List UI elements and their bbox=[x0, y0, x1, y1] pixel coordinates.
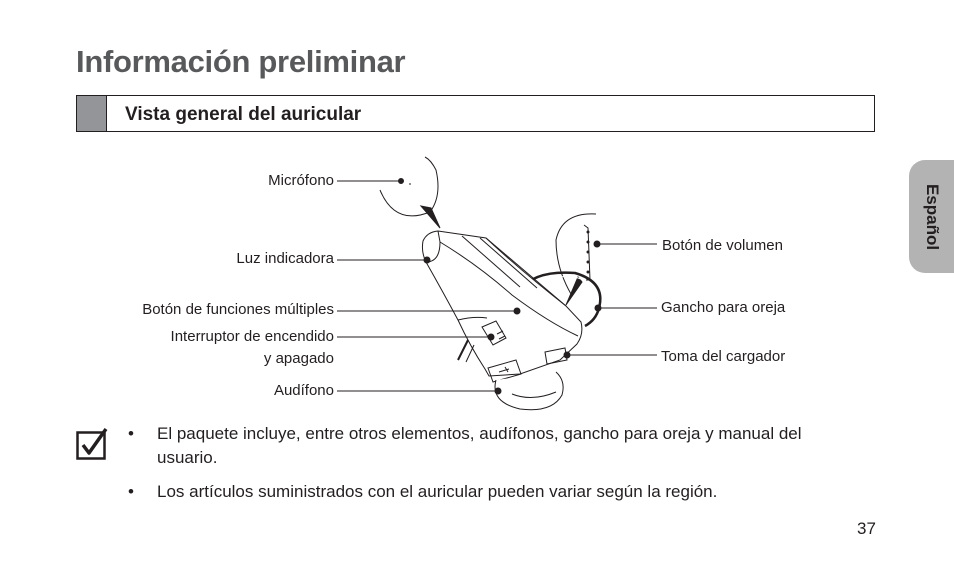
section-header: Vista general del auricular bbox=[76, 95, 875, 132]
volume-pointer bbox=[565, 276, 583, 306]
section-title: Vista general del auricular bbox=[125, 104, 362, 125]
section-color-block bbox=[77, 96, 107, 131]
page-number: 37 bbox=[857, 519, 876, 538]
list-item: • El paquete incluye, entre otros elemen… bbox=[126, 422, 866, 470]
label-power-switch-line1: Interruptor de encendido bbox=[170, 328, 334, 345]
label-earpiece: Audífono bbox=[273, 382, 334, 399]
label-volume-button: Botón de volumen bbox=[662, 237, 783, 254]
page-title: Información preliminar bbox=[76, 44, 406, 79]
charger-jack bbox=[544, 347, 568, 365]
label-ear-hook: Gancho para oreja bbox=[661, 299, 786, 316]
label-charger-jack: Toma del cargador bbox=[661, 348, 786, 365]
microphone-detail-bubble bbox=[379, 156, 439, 217]
earpiece bbox=[494, 371, 564, 411]
label-microphone: Micrófono bbox=[268, 172, 334, 189]
bullet: • bbox=[128, 482, 134, 501]
list-item: • Los artículos suministrados con el aur… bbox=[126, 480, 866, 504]
label-indicator-light: Luz indicadora bbox=[236, 250, 334, 267]
note-text: Los artículos suministrados con el auric… bbox=[157, 482, 718, 501]
notes-list: • El paquete incluye, entre otros elemen… bbox=[126, 422, 866, 504]
volume-detail-bubble bbox=[555, 213, 597, 295]
ear-hook bbox=[519, 271, 602, 328]
label-power-switch-line2: y apagado bbox=[263, 350, 334, 367]
language-tab: Español bbox=[909, 160, 954, 273]
checkbox-check-icon bbox=[76, 428, 108, 460]
note-text: El paquete incluye, entre otros elemento… bbox=[157, 424, 802, 467]
label-multi-function-button: Botón de funciones múltiples bbox=[142, 301, 334, 318]
bullet: • bbox=[128, 424, 134, 443]
headset-body bbox=[421, 230, 583, 377]
microphone-pointer bbox=[419, 205, 441, 229]
